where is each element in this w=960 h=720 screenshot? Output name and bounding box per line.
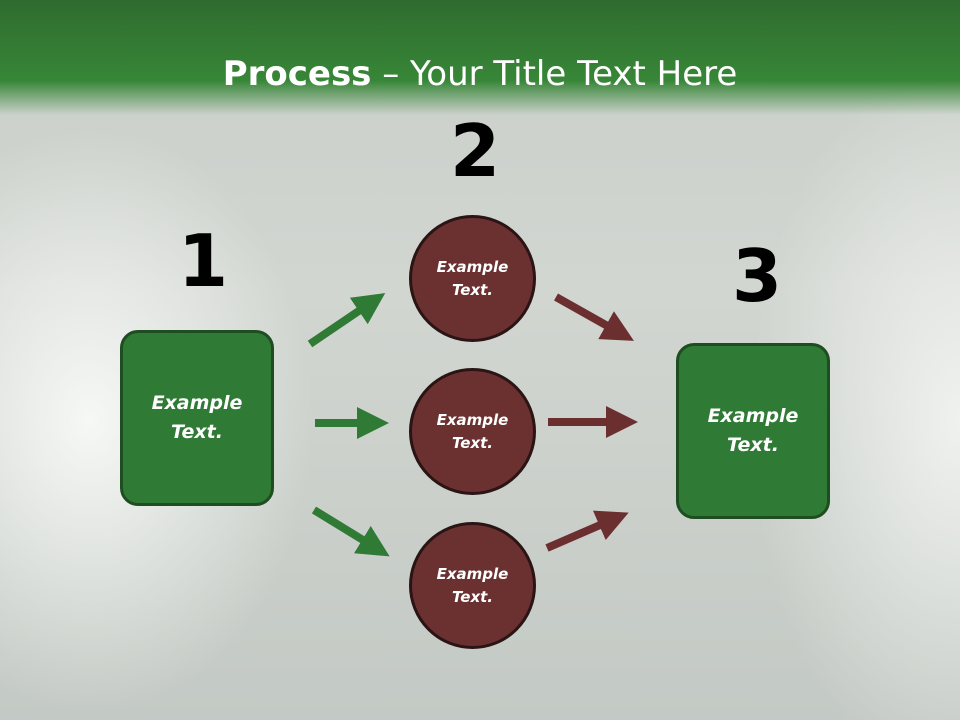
process-circle-top[interactable]: Example Text.	[409, 215, 536, 342]
process-circle-middle[interactable]: Example Text.	[409, 368, 536, 495]
title-bold: Process	[222, 54, 372, 94]
arrow-left-to-top	[307, 293, 386, 348]
right-box-text: Example Text.	[707, 405, 799, 456]
step-number-1: 1	[178, 219, 229, 303]
title-banner	[0, 0, 960, 115]
circle-top-text: Example Text.	[436, 257, 509, 299]
step-number-3: 3	[732, 234, 783, 318]
title-rest: – Your Title Text Here	[371, 54, 738, 94]
left-process-box[interactable]: Example Text.	[120, 330, 274, 506]
left-box-text: Example Text.	[151, 392, 243, 443]
step-number-2: 2	[450, 109, 501, 193]
arrow-left-to-bottom	[311, 506, 390, 557]
arrow-bottom-to-right	[545, 510, 629, 552]
slide-title[interactable]: Process – Your Title Text Here	[0, 52, 960, 96]
circle-bottom-text: Example Text.	[436, 564, 509, 606]
circle-middle-text: Example Text.	[436, 410, 509, 452]
right-process-box[interactable]: Example Text.	[676, 343, 830, 519]
arrow-top-to-right	[554, 293, 634, 341]
process-circle-bottom[interactable]: Example Text.	[409, 522, 536, 649]
